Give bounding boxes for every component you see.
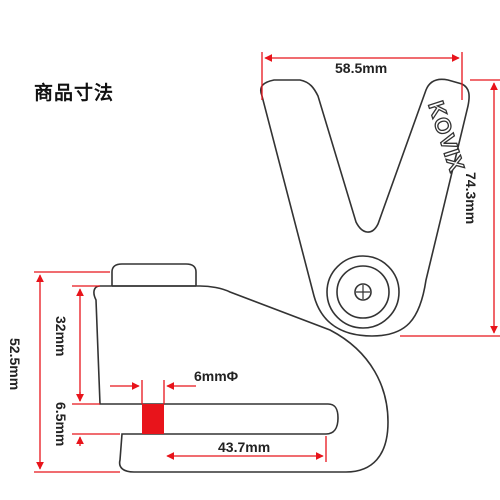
label-pin: 6mmΦ: [194, 368, 239, 384]
brand-logo: KOVIX: [423, 98, 469, 176]
lock-head-front-view: [259, 78, 470, 337]
pin-marker: [142, 404, 164, 434]
dimension-width: [261, 52, 463, 100]
label-gap: 6.5mm: [53, 402, 69, 446]
label-depth: 43.7mm: [218, 439, 270, 455]
dimension-height-right: [400, 79, 500, 337]
label-height-total: 52.5mm: [7, 338, 23, 390]
dimension-height-upper: [72, 285, 100, 405]
dimension-depth: [166, 436, 327, 462]
label-width: 58.5mm: [335, 60, 387, 76]
dimension-height-total: [34, 271, 120, 473]
label-height-upper: 32mm: [53, 316, 69, 356]
dimension-pin: [110, 380, 196, 404]
page-title: 商品寸法: [34, 82, 115, 104]
label-height-right: 74.3mm: [463, 172, 479, 224]
dimension-gap: [72, 392, 120, 446]
lock-body-side-view: [93, 263, 389, 473]
